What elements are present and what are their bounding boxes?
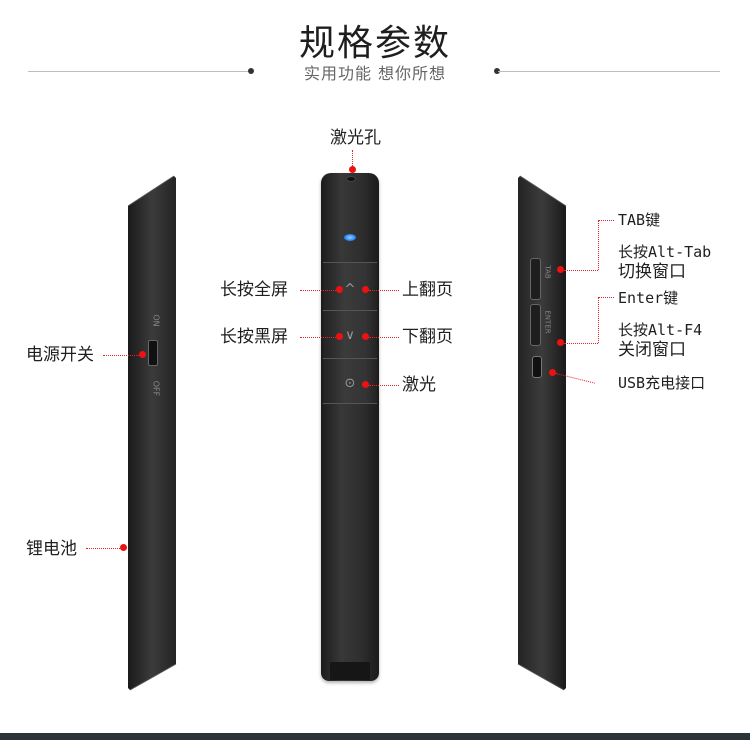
marker-usb-port — [549, 369, 556, 376]
marker-blackscreen — [336, 333, 343, 340]
left-side-device — [124, 174, 178, 694]
left-device-body — [127, 175, 177, 691]
label-long-press-blackscreen: 长按黑屏 — [220, 327, 288, 347]
connector-battery — [86, 548, 120, 549]
panel-divider-1 — [323, 310, 377, 311]
marker-laser-hole — [349, 166, 356, 173]
connector-enter-key-top — [598, 297, 614, 298]
laser-button[interactable]: ⊙ — [344, 376, 356, 391]
label-power-switch: 电源开关 — [26, 345, 94, 365]
right-device-body — [517, 175, 567, 691]
marker-tab-key — [557, 266, 564, 273]
label-long-press-alt-f4: 长按Alt-F4 — [618, 321, 703, 339]
front-device-body — [321, 173, 379, 681]
label-battery: 锂电池 — [26, 539, 77, 559]
key-mark-enter: ENTER — [543, 310, 552, 334]
front-button-panel — [323, 262, 377, 404]
header-rule-left-dot — [248, 68, 254, 74]
connector-laser — [369, 385, 399, 386]
connector-enter-key — [564, 343, 598, 344]
switch-mark-on: ON — [151, 314, 161, 327]
page-title: 规格参数 — [298, 23, 451, 64]
page-up-button[interactable]: ^ — [344, 282, 356, 297]
marker-page-down — [362, 333, 369, 340]
marker-page-up — [362, 286, 369, 293]
key-mark-tab: TAB — [543, 265, 552, 279]
label-close-window: 关闭窗口 — [618, 340, 686, 360]
page-down-button[interactable]: ∨ — [345, 328, 355, 343]
marker-laser — [362, 381, 369, 388]
label-long-press-fullscreen: 长按全屏 — [220, 280, 288, 300]
label-page-down: 下翻页 — [402, 327, 453, 347]
header-rule-right-dot — [494, 68, 500, 74]
connector-fullscreen — [300, 290, 336, 291]
label-page-up: 上翻页 — [402, 280, 453, 300]
right-side-device — [516, 174, 570, 694]
switch-mark-off: OFF — [151, 380, 161, 397]
label-enter-key: Enter键 — [618, 289, 679, 307]
marker-battery — [120, 544, 127, 551]
connector-power-switch — [103, 355, 141, 356]
label-switch-window: 切换窗口 — [618, 262, 686, 282]
marker-fullscreen — [336, 286, 343, 293]
power-switch-slot[interactable] — [148, 340, 158, 366]
label-laser-hole: 激光孔 — [330, 128, 381, 148]
marker-enter-key — [557, 339, 564, 346]
laser-hole — [346, 176, 356, 182]
enter-key[interactable] — [530, 304, 541, 346]
panel-divider-2 — [323, 358, 377, 359]
tab-key[interactable] — [530, 258, 541, 300]
usb-port[interactable] — [532, 356, 542, 378]
connector-tab-key — [564, 270, 598, 271]
header-rule-right — [498, 71, 720, 72]
connector-laser-hole — [352, 150, 353, 166]
label-tab-key: TAB键 — [618, 211, 661, 229]
label-long-press-alt-tab: 长按Alt-Tab — [618, 243, 712, 261]
marker-power-switch — [139, 351, 146, 358]
connector-page-up — [369, 290, 399, 291]
status-led — [344, 234, 356, 241]
label-usb-port: USB充电接口 — [618, 374, 706, 392]
front-bottom-cap — [330, 662, 370, 680]
header-rule-left — [28, 71, 250, 72]
connector-tab-key-top — [598, 220, 614, 221]
connector-blackscreen — [300, 337, 336, 338]
footer-bar — [0, 733, 750, 740]
connector-enter-key-vertical — [598, 297, 599, 343]
page-subtitle: 实用功能 想你所想 — [303, 64, 447, 83]
connector-page-down — [369, 337, 399, 338]
label-laser: 激光 — [402, 375, 436, 395]
connector-tab-key-vertical — [598, 220, 599, 270]
